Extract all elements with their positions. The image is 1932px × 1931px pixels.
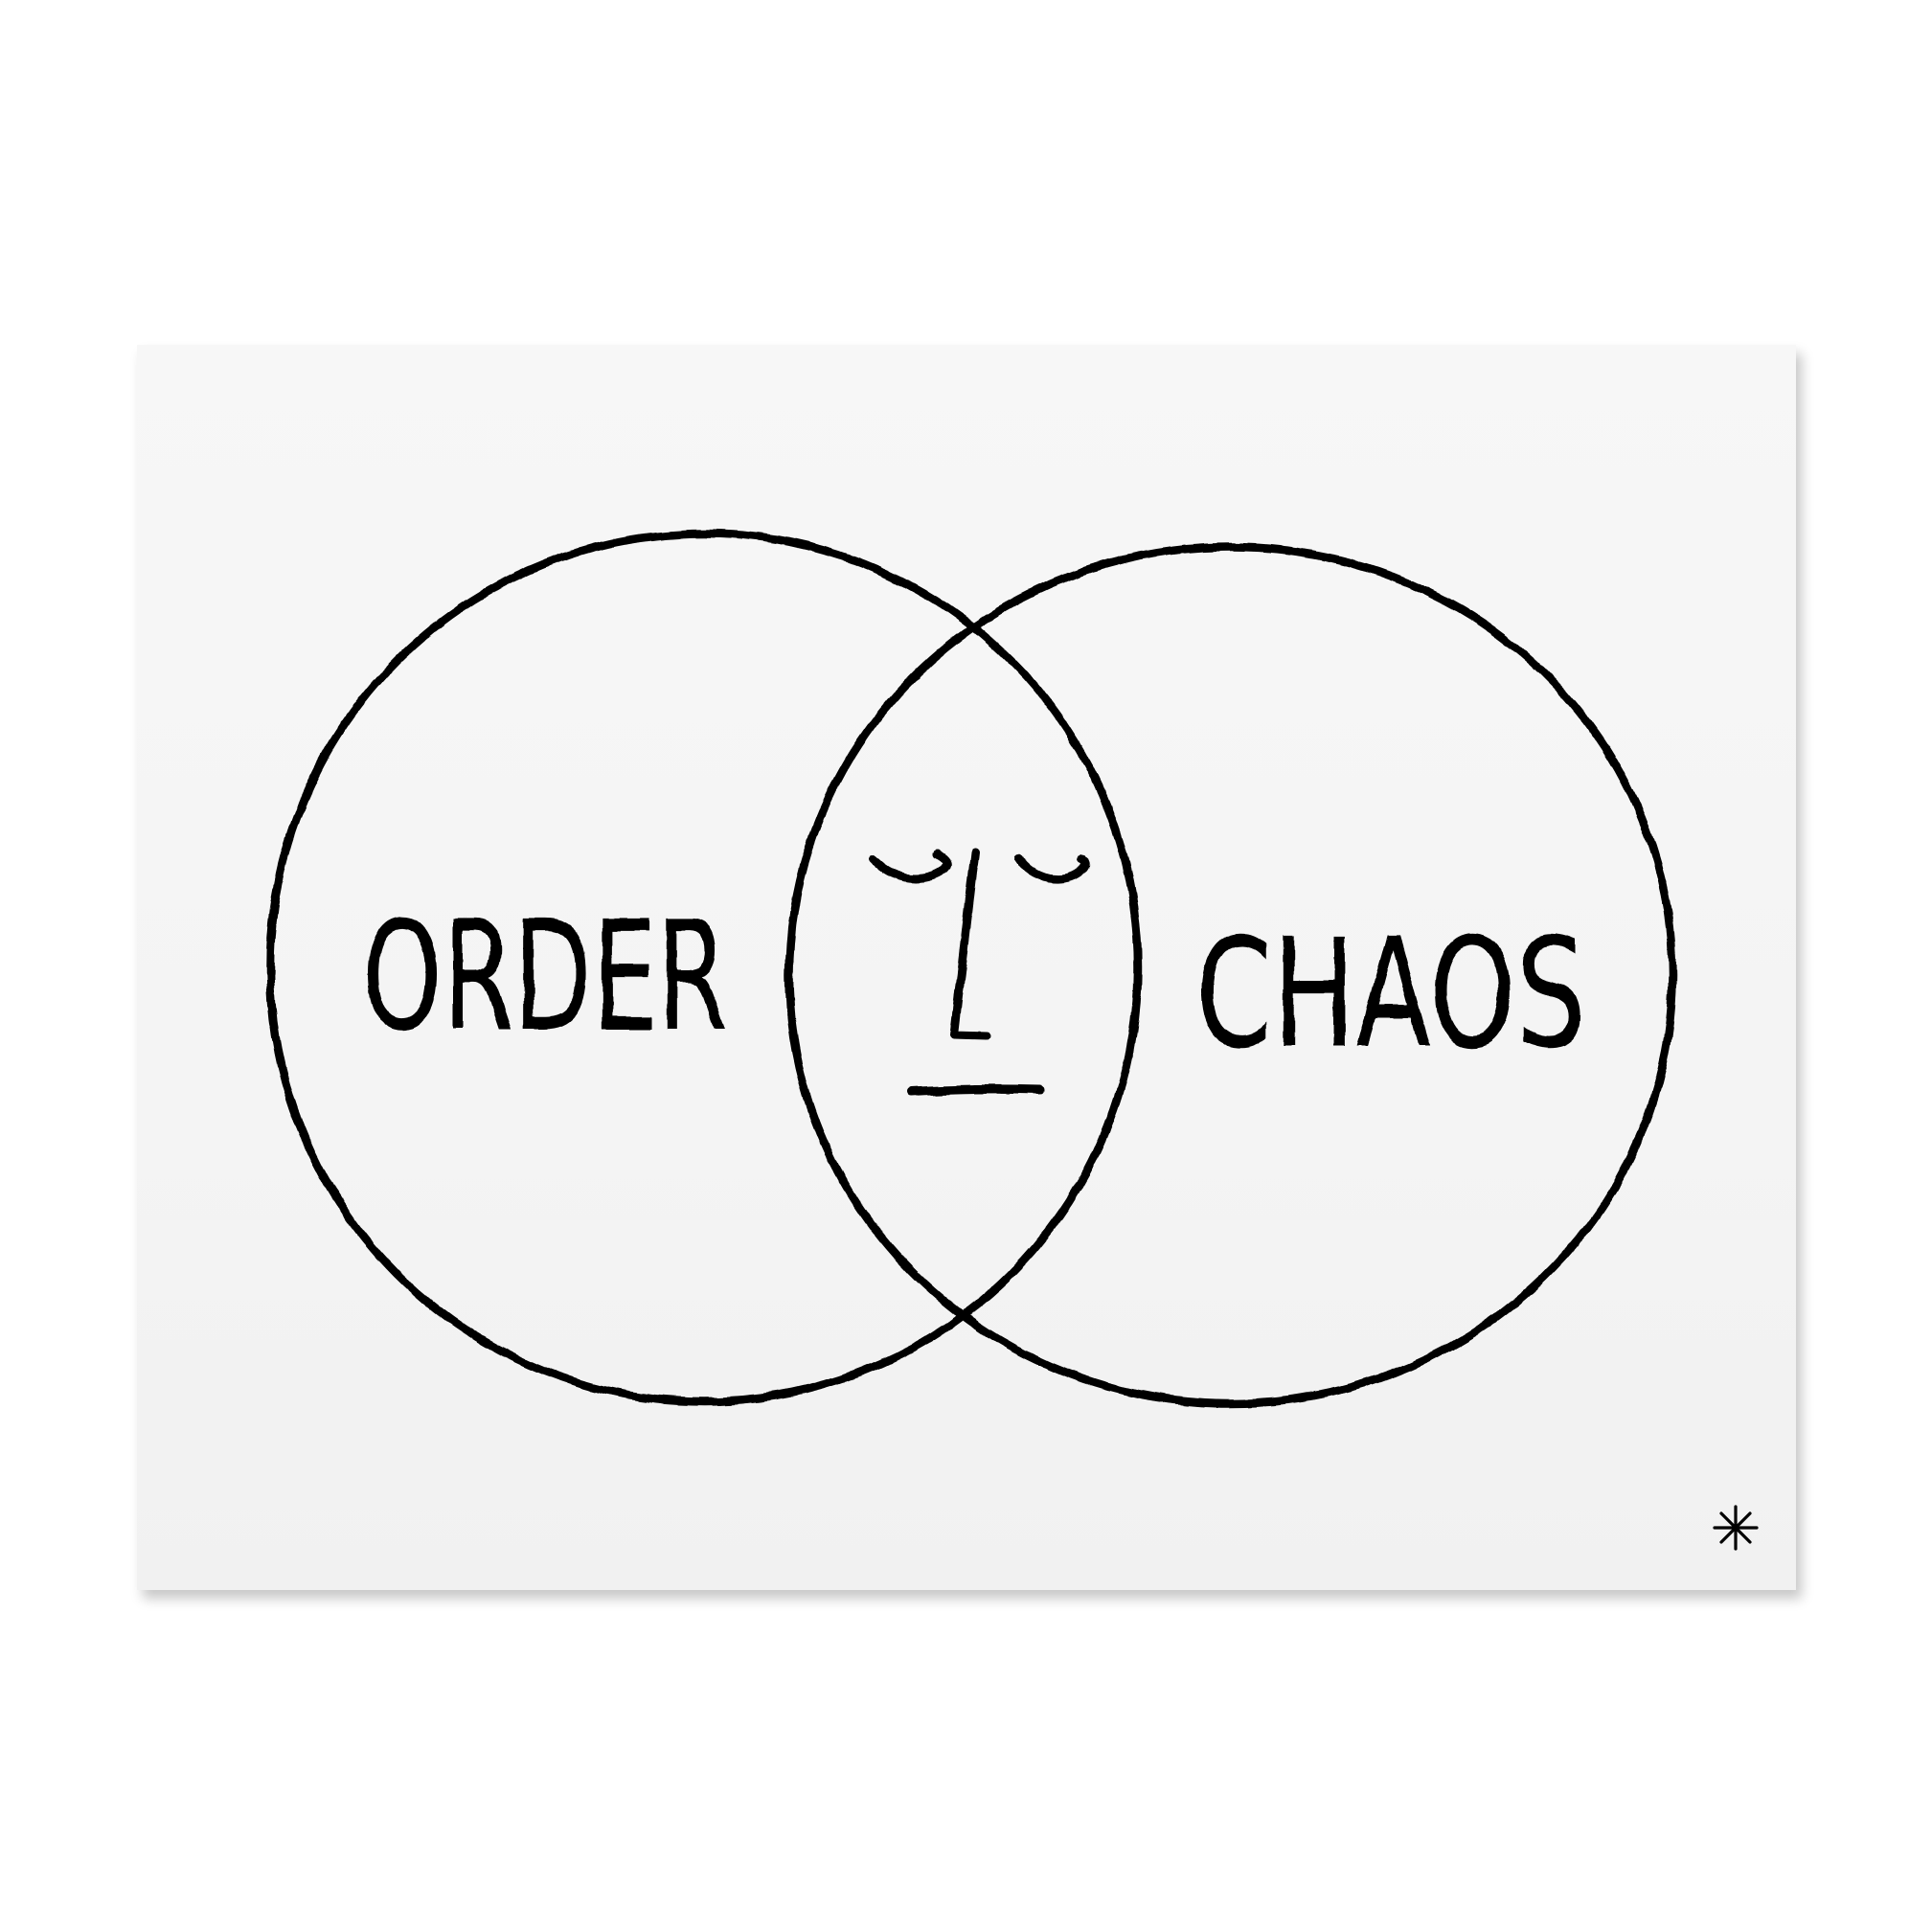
nose (949, 847, 991, 1040)
order-circle (265, 529, 1143, 1406)
left-eye (869, 850, 951, 883)
asterisk-icon (1713, 1505, 1759, 1551)
sleeping-face-icon (869, 847, 1091, 1097)
chaos-label: CHAOS (1195, 906, 1586, 1082)
chaos-circle (784, 542, 1677, 1408)
order-label: ORDER (362, 889, 728, 1065)
mouth (907, 1084, 1044, 1097)
right-eye (1014, 853, 1091, 884)
poster-print (137, 345, 1796, 1590)
